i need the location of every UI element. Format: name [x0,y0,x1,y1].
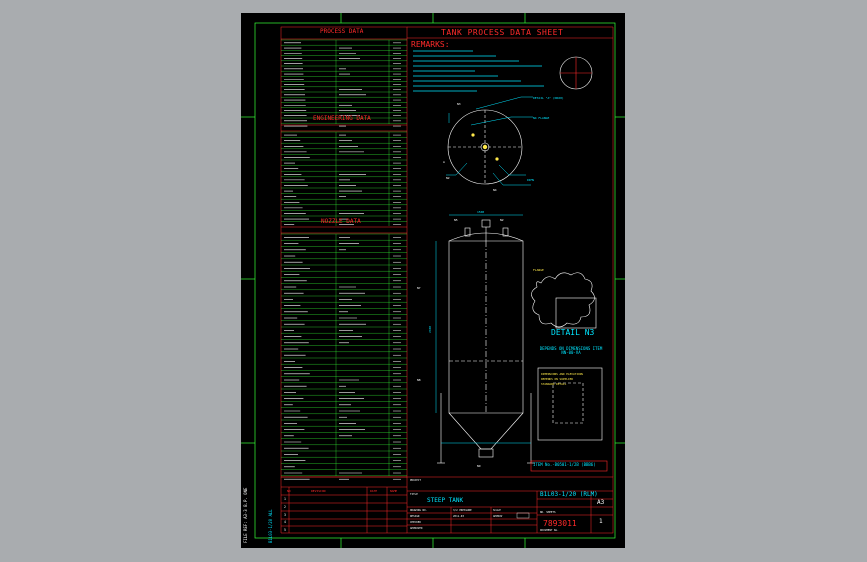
svg-text:1: 1 [284,497,286,501]
svg-text:NO. SHEETS: NO. SHEETS [540,510,556,514]
svg-text:STANDARD DETAIL: STANDARD DETAIL [541,382,567,386]
svg-text:N2: N2 [446,176,450,180]
drawing-number: 7893011 [543,519,577,528]
side-reference: FILE REF: A3-3 B.P. ONE [243,487,248,543]
svg-text:DESIGN: DESIGN [410,514,420,518]
svg-text:CHECKED: CHECKED [410,520,421,524]
svg-text:4: 4 [284,520,286,524]
svg-text:APPROV: APPROV [493,514,503,518]
remarks-label: REMARKS: [411,40,450,49]
svg-text:N5: N5 [454,218,458,222]
svg-text:N4 FLANGE: N4 FLANGE [533,116,549,120]
svg-text:1500: 1500 [477,210,484,214]
svg-text:DATE: DATE [370,489,377,493]
svg-text:DEPENDS ON SUPPLIER: DEPENDS ON SUPPLIER [541,377,573,381]
svg-text:SCALE: SCALE [493,508,501,512]
nozzle-data-title: NOZZLE DATA [321,218,361,225]
svg-text:DIMENSIONS AND ELEVATIONS: DIMENSIONS AND ELEVATIONS [541,372,583,376]
svg-text:2: 2 [284,505,286,509]
svg-text:DETAIL "A" (DN20): DETAIL "A" (DN20) [533,96,564,100]
svg-text:PROJECT: PROJECT [410,478,421,482]
revision-number: 1 [599,518,603,525]
depends-note: DEPENDS ON DIMENSIONS ITEM NN-00-VA [539,346,603,355]
svg-text:N7: N7 [417,286,421,290]
svg-text:FLANGE: FLANGE [533,268,544,272]
svg-text:A: A [443,160,445,164]
svg-text:N8: N8 [417,378,421,382]
svg-text:DIMS: DIMS [527,178,534,182]
drawing-sheet: NO REVISION DATE NAME 1 2 3 4 5 DRAWING NO.… [241,13,625,548]
svg-text:TITLE: TITLE [410,492,418,496]
svg-text:DOCUMENT No.: DOCUMENT No. [540,528,559,532]
detail-label: DETAIL N3 [551,328,595,337]
svg-text:N9: N9 [477,464,481,468]
svg-text:APPROVED: APPROVED [410,526,423,530]
svg-text:N2: N2 [500,218,504,222]
engineering-data-title: ENGINEERING DATA [313,115,371,122]
process-data-title: PROCESS DATA [320,28,364,35]
sheet-title: TANK PROCESS DATA SHEET [441,28,564,37]
sheet-size: A3 [597,499,605,506]
tank-name: STEEP TANK [427,497,464,504]
svg-text:DRAWING NO.: DRAWING NO. [410,508,427,512]
svg-text:NO: NO [287,489,291,493]
item-number: ITEM No.-B0501-1/2B (BBB6) [533,462,596,467]
svg-text:2400: 2400 [428,326,432,333]
side-file-reference: B1L03-1/20 ALL [268,509,273,543]
svg-text:NAME: NAME [390,489,397,493]
document-number: B1L03-1/20 (RLM) [540,491,598,498]
svg-text:REVISION: REVISION [311,489,326,493]
svg-text:3/2 PRESSURE: 3/2 PRESSURE [453,508,472,512]
svg-text:5: 5 [284,528,286,532]
svg-text:3: 3 [284,513,286,517]
svg-text:N4: N4 [493,188,497,192]
svg-text:N3: N3 [457,102,461,106]
tank-drawing: NO REVISION DATE NAME 1 2 3 4 5 DRAWING NO.… [241,13,625,548]
svg-text:2011-03: 2011-03 [453,514,464,518]
